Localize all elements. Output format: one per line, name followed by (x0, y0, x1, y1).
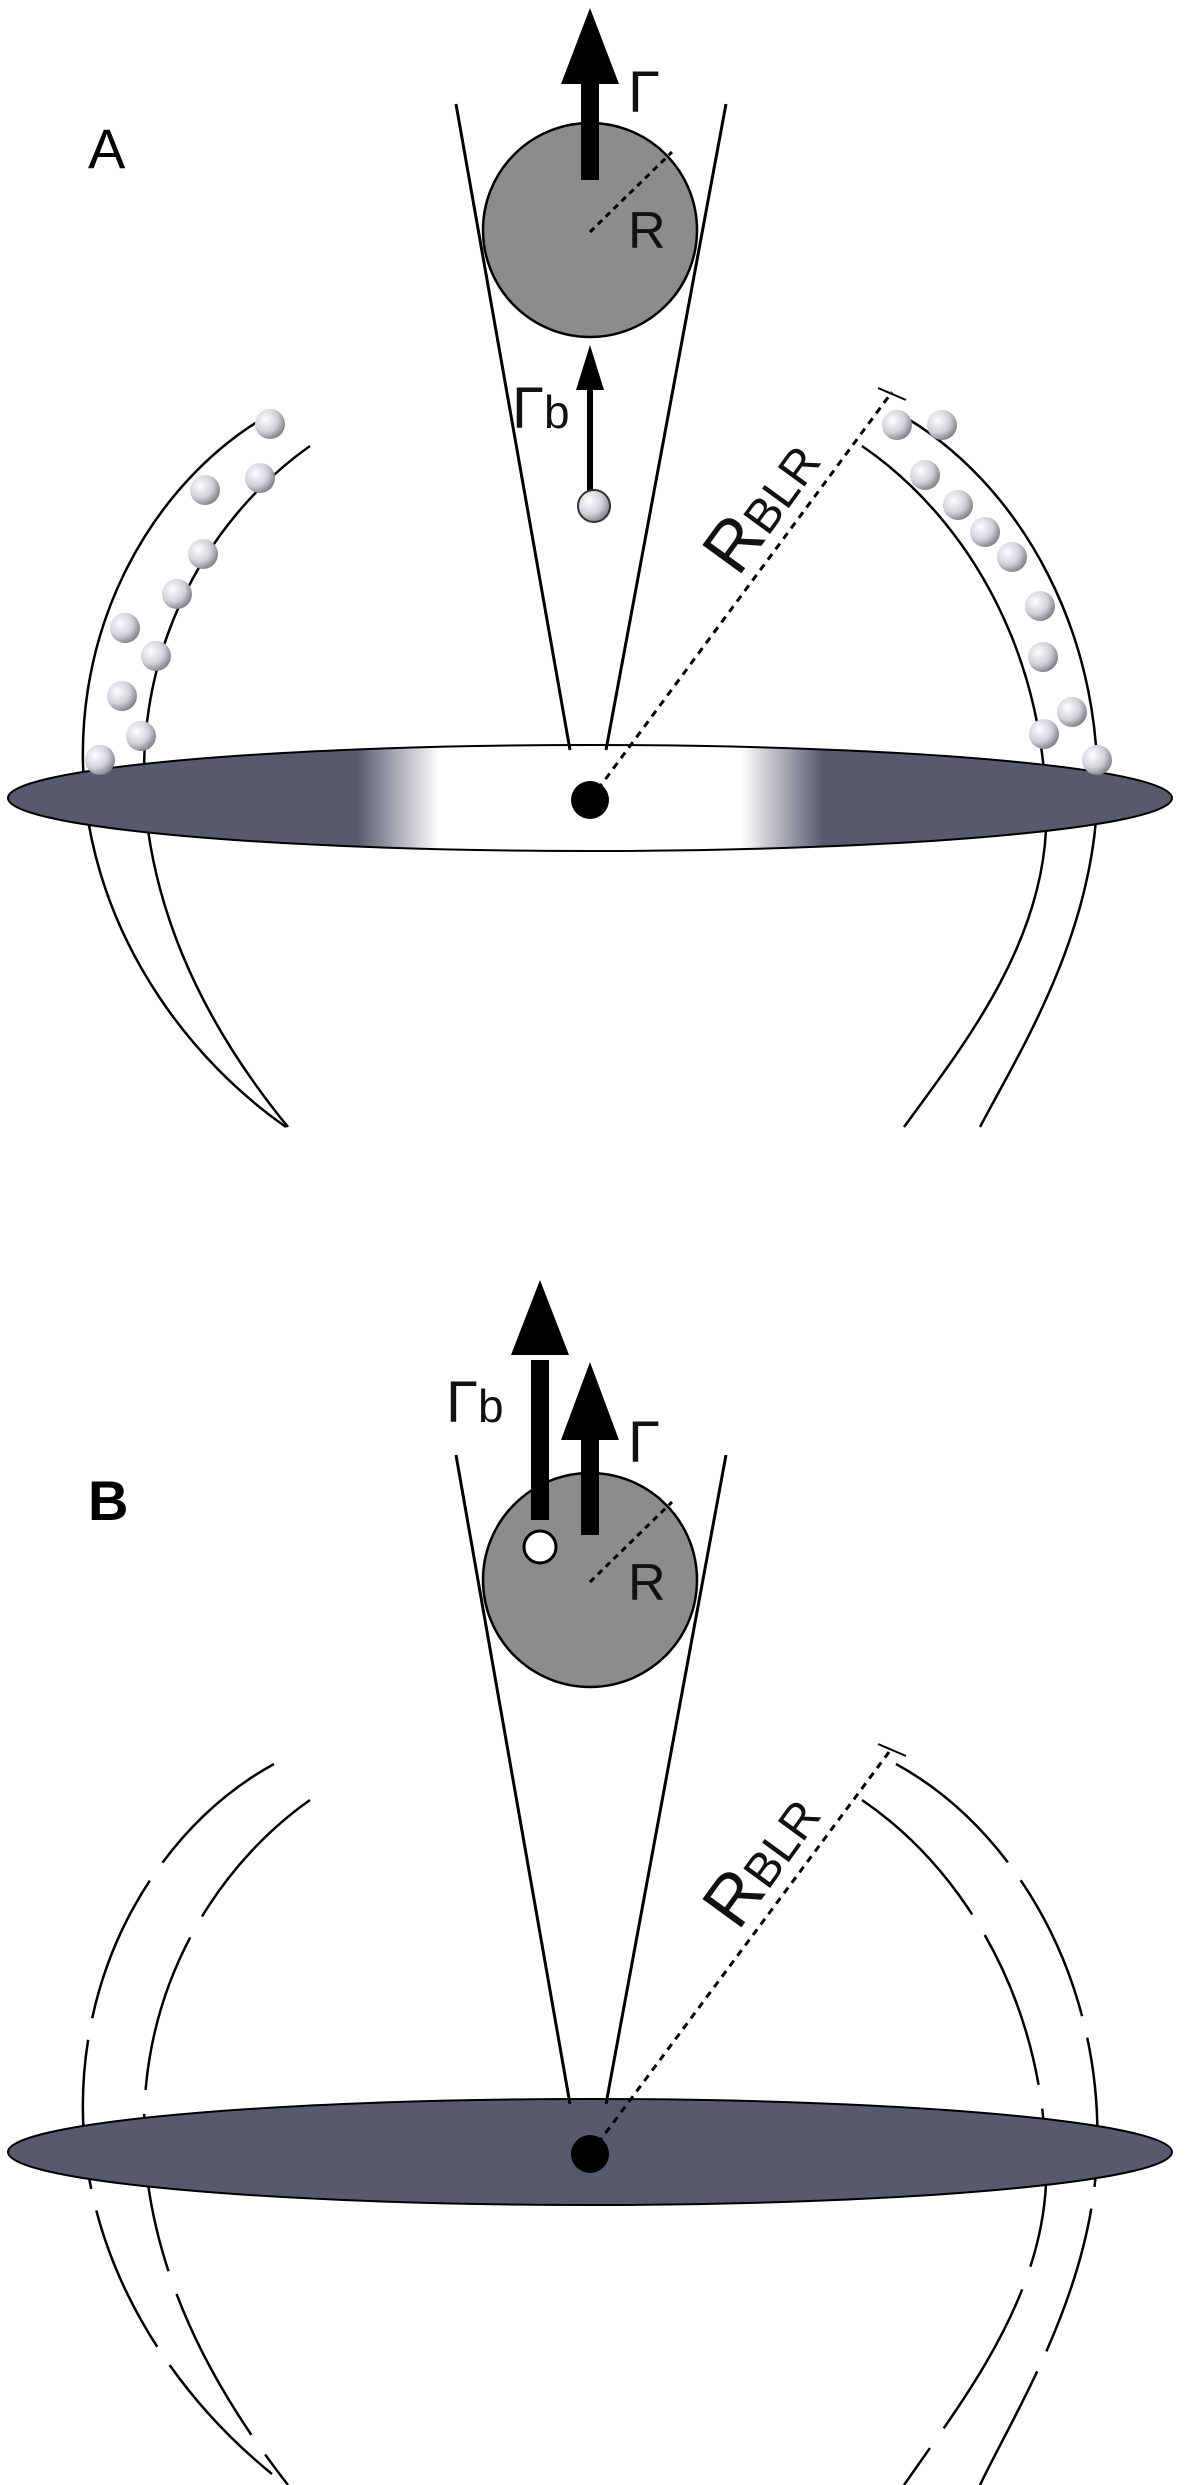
gamma-b-label: Γb (512, 376, 570, 441)
jet-cone-left-edge (454, 1454, 572, 2105)
panel-letter: B (88, 1469, 128, 1532)
panel-a: A R Γ Γb (7, 8, 1173, 1129)
cloud-icon (162, 579, 192, 609)
jet-cone-left-edge (454, 103, 572, 751)
cloud-icon (577, 489, 611, 523)
black-hole-icon (571, 781, 609, 819)
jet-cone-right-edge (604, 1454, 728, 2105)
cloud-icon (190, 475, 220, 505)
cloud-icon (126, 721, 156, 751)
blob-radius-line (588, 150, 674, 234)
blr-radius-label: RBLR (687, 1779, 835, 1941)
cloud-icon (882, 410, 912, 440)
up-arrow-icon (576, 345, 604, 390)
cloud-icon (997, 542, 1027, 572)
gamma-arrow (561, 8, 619, 180)
up-arrow-icon (581, 70, 599, 180)
cloud-icon (188, 539, 218, 569)
cloud-icon (943, 490, 973, 520)
cloud-icon (1057, 697, 1087, 727)
jet-cone-right-edge (604, 103, 728, 751)
blob-radius-label: R (628, 202, 666, 260)
blr-radius-line (588, 1747, 894, 2155)
blr-radius-tick (877, 1743, 907, 1757)
black-hole-icon (571, 2135, 609, 2173)
gamma-b-label: Γb (446, 1370, 504, 1435)
cloud-icon (927, 410, 957, 440)
up-arrow-icon (587, 380, 593, 500)
cloud-icon (1025, 591, 1055, 621)
cloud-icon (141, 641, 171, 671)
blr-radius-tick (877, 387, 907, 401)
cloud-icon (522, 1529, 558, 1565)
blr-radius-line (588, 391, 894, 801)
gamma-label: Γ (628, 60, 660, 125)
blr-clouds (85, 409, 1112, 775)
panel-letter: A (88, 117, 126, 180)
gamma-arrow (561, 1362, 619, 1535)
cloud-icon (245, 463, 275, 493)
blob-radius-line (588, 1500, 674, 1584)
cloud-icon (1028, 642, 1058, 672)
gamma-label: Γ (628, 1410, 660, 1475)
blob-radius-label: R (628, 1554, 666, 1612)
cloud-icon (110, 613, 140, 643)
up-arrow-icon (561, 8, 619, 84)
up-arrow-icon (511, 1280, 569, 1355)
cloud-icon (1029, 719, 1059, 749)
up-arrow-icon (581, 1430, 599, 1535)
up-arrow-icon (561, 1362, 619, 1440)
jet-cone (454, 1454, 728, 2105)
cloud-icon (1082, 745, 1112, 775)
gamma-b-arrow (576, 345, 604, 500)
gamma-b-arrow (511, 1280, 569, 1520)
cloud-icon (970, 517, 1000, 547)
cloud-icon (107, 681, 137, 711)
panel-b: B R Γb Γ (7, 1280, 1173, 2485)
up-arrow-icon (531, 1360, 549, 1520)
cloud-icon (910, 460, 940, 490)
cloud-icon (85, 745, 115, 775)
blr-radius-label: RBLR (687, 425, 835, 587)
cloud-icon (255, 409, 285, 439)
jet-cone (454, 103, 728, 751)
